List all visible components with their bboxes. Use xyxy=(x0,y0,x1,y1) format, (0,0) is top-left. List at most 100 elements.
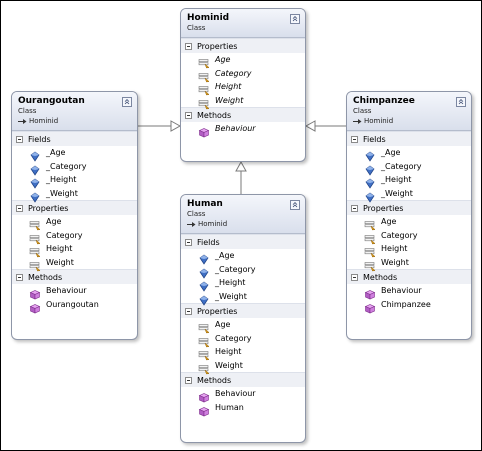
member-name: Weight xyxy=(215,95,244,105)
member-height[interactable]: _Height xyxy=(347,173,471,189)
member-name: _Weight xyxy=(215,291,247,301)
section-title: Fields xyxy=(28,134,51,144)
section-header-properties[interactable]: Properties xyxy=(181,303,305,318)
property-icon xyxy=(198,333,210,348)
member-weight[interactable]: Weight xyxy=(12,256,137,272)
member-human[interactable]: Human xyxy=(181,401,305,417)
field-icon xyxy=(198,277,210,292)
member-category[interactable]: Category xyxy=(12,229,137,245)
property-icon xyxy=(198,81,210,96)
member-name: Category xyxy=(381,230,418,240)
member-ourangoutan[interactable]: Ourangoutan xyxy=(12,298,137,314)
member-name: Human xyxy=(215,402,244,412)
member-age[interactable]: _Age xyxy=(181,249,305,265)
collapse-minus-icon[interactable] xyxy=(16,273,23,281)
section-header-fields[interactable]: Fields xyxy=(347,131,471,146)
member-age[interactable]: Age xyxy=(181,53,305,69)
member-age[interactable]: Age xyxy=(181,318,305,334)
member-weight[interactable]: _Weight xyxy=(347,187,471,203)
section-title: Methods xyxy=(363,272,398,282)
section-header-properties[interactable]: Properties xyxy=(12,200,137,215)
member-height[interactable]: Height xyxy=(12,242,137,258)
member-weight[interactable]: _Weight xyxy=(181,290,305,306)
member-height[interactable]: Height xyxy=(347,242,471,258)
collapse-minus-icon[interactable] xyxy=(351,204,358,212)
collapse-minus-icon[interactable] xyxy=(185,111,192,119)
section-header-methods[interactable]: Methods xyxy=(12,269,137,284)
member-category[interactable]: _Category xyxy=(12,160,137,176)
member-age[interactable]: _Age xyxy=(12,146,137,162)
base-type-label: Hominid xyxy=(364,117,394,125)
class-name: Chimpanzee xyxy=(353,96,415,106)
section-header-methods[interactable]: Methods xyxy=(347,269,471,284)
section-header-methods[interactable]: Methods xyxy=(181,372,305,387)
section-title: Methods xyxy=(28,272,63,282)
class-stereotype: Class xyxy=(18,107,37,115)
field-icon xyxy=(364,188,376,203)
section-title: Properties xyxy=(197,306,238,316)
collapse-minus-icon[interactable] xyxy=(185,307,192,315)
member-height[interactable]: Height xyxy=(181,345,305,361)
collapse-minus-icon[interactable] xyxy=(351,135,358,143)
section-header-fields[interactable]: Fields xyxy=(181,234,305,249)
inherits-arrow-icon xyxy=(187,221,196,227)
base-type-label: Hominid xyxy=(198,220,228,228)
member-category[interactable]: _Category xyxy=(181,263,305,279)
section-header-properties[interactable]: Properties xyxy=(347,200,471,215)
class-base-type: Hominid xyxy=(353,116,465,126)
member-weight[interactable]: Weight xyxy=(347,256,471,272)
collapse-minus-icon[interactable] xyxy=(185,376,192,384)
section-header-methods[interactable]: Methods xyxy=(181,107,305,122)
collapse-toggle-icon[interactable] xyxy=(456,97,466,107)
member-height[interactable]: _Height xyxy=(181,276,305,292)
collapse-toggle-icon[interactable] xyxy=(122,97,132,107)
collapse-minus-icon[interactable] xyxy=(16,135,23,143)
member-behaviour[interactable]: Behaviour xyxy=(181,387,305,403)
property-icon xyxy=(198,68,210,83)
member-weight[interactable]: _Weight xyxy=(12,187,137,203)
class-name: Hominid xyxy=(187,13,230,23)
member-category[interactable]: _Category xyxy=(347,160,471,176)
member-age[interactable]: _Age xyxy=(347,146,471,162)
section-header-fields[interactable]: Fields xyxy=(12,131,137,146)
collapse-minus-icon[interactable] xyxy=(351,273,358,281)
member-category[interactable]: Category xyxy=(181,332,305,348)
member-chimpanzee[interactable]: Chimpanzee xyxy=(347,298,471,314)
collapse-toggle-icon[interactable] xyxy=(290,200,300,210)
member-name: Behaviour xyxy=(381,286,422,296)
member-weight[interactable]: Weight xyxy=(181,94,305,110)
class-name: Human xyxy=(187,199,223,209)
member-name: _Age xyxy=(215,251,235,261)
inherits-arrow-icon xyxy=(18,118,27,124)
collapse-toggle-icon[interactable] xyxy=(290,14,300,24)
member-weight[interactable]: Weight xyxy=(181,359,305,375)
field-icon xyxy=(198,250,210,265)
member-behaviour[interactable]: Behaviour xyxy=(347,284,471,300)
field-icon xyxy=(29,188,41,203)
method-icon xyxy=(198,388,210,403)
member-name: _Age xyxy=(381,148,401,158)
member-category[interactable]: Category xyxy=(181,67,305,83)
member-height[interactable]: _Height xyxy=(12,173,137,189)
member-behaviour[interactable]: Behaviour xyxy=(181,122,305,138)
member-category[interactable]: Category xyxy=(347,229,471,245)
collapse-minus-icon[interactable] xyxy=(185,238,192,246)
section-header-properties[interactable]: Properties xyxy=(181,38,305,53)
member-age[interactable]: Age xyxy=(12,215,137,231)
collapse-minus-icon[interactable] xyxy=(16,204,23,212)
collapse-minus-icon[interactable] xyxy=(185,42,192,50)
property-icon xyxy=(29,230,41,245)
member-height[interactable]: Height xyxy=(181,80,305,96)
member-name: _Category xyxy=(381,161,422,171)
member-behaviour[interactable]: Behaviour xyxy=(12,284,137,300)
member-age[interactable]: Age xyxy=(347,215,471,231)
member-name: Height xyxy=(215,347,242,357)
